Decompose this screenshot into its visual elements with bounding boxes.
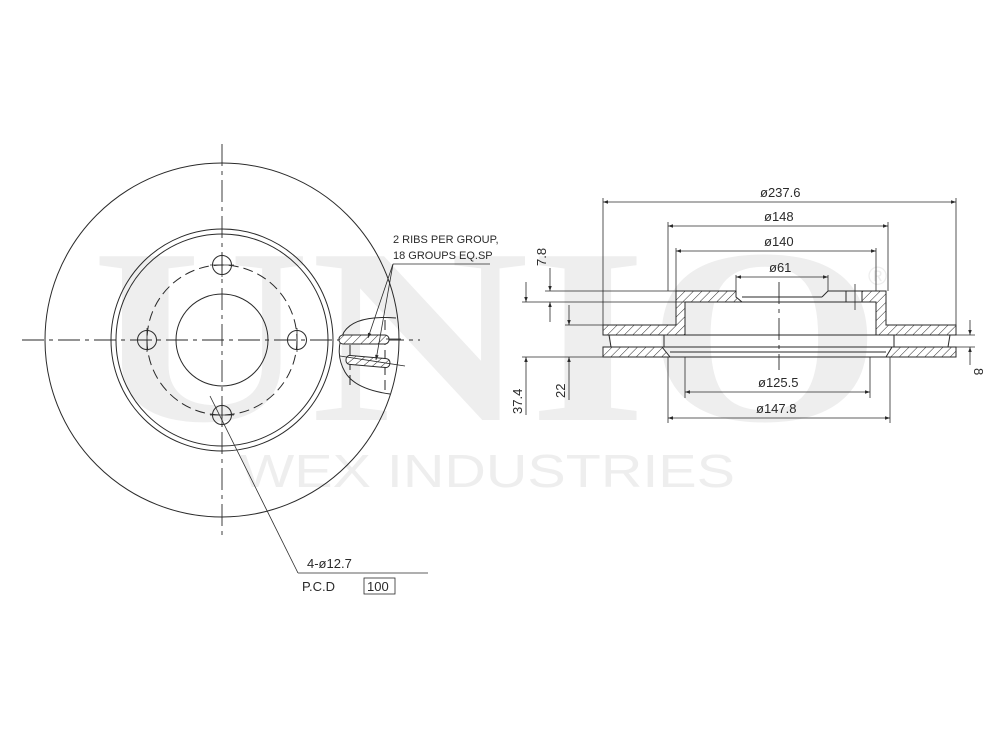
dim-overall-height: 37.4 [510, 389, 525, 414]
bolt-holes [137, 253, 307, 427]
section-right-hat [861, 290, 957, 336]
watermark-brand: UNIO [92, 198, 882, 475]
dim-outer-diameter: ø237.6 [760, 185, 800, 200]
watermark: UNIO ® WEX INDUSTRIES [92, 198, 887, 497]
front-view: 4-ø12.7 P.C.D 100 2 RIBS PER GROUP, 18 G… [22, 144, 499, 595]
rib-cutaway [338, 317, 406, 395]
center-bore [175, 293, 269, 387]
dim-hat-thickness: 7.8 [534, 248, 549, 266]
hat-inner-circle [115, 233, 329, 447]
dim-hub-diameter: ø147.8 [756, 401, 796, 416]
watermark-registered: ® [868, 261, 887, 291]
section-right-lower-plate [885, 346, 957, 358]
section-view: ø237.6 ø148 ø140 ø61 ø125.5 ø147.8 7.8 3… [510, 185, 986, 423]
section-left-lower-plate [602, 346, 672, 358]
dim-hat-inner-diameter: ø140 [764, 234, 794, 249]
bolt-hole-note: 4-ø12.7 [307, 556, 352, 571]
dim-hat-outer-diameter: ø148 [764, 209, 794, 224]
rib-note-line1: 2 RIBS PER GROUP, [393, 234, 499, 246]
pcd-label: P.C.D [302, 579, 335, 594]
hat-outer-circle [110, 228, 334, 452]
dim-disc-thickness: 22 [553, 384, 568, 398]
dim-vane-gap: 8 [971, 368, 986, 375]
watermark-company: WEX INDUSTRIES [240, 445, 735, 497]
dim-inner-diameter: ø125.5 [758, 375, 798, 390]
rib-1 [338, 334, 390, 345]
pcd-value: 100 [367, 579, 389, 594]
outer-disc-edge [44, 162, 400, 518]
pcd-value-box [363, 577, 396, 595]
rib-note-line2: 18 GROUPS EQ.SP [393, 250, 493, 262]
bolt-hole-leader [209, 395, 299, 574]
dim-center-bore: ø61 [769, 260, 791, 275]
